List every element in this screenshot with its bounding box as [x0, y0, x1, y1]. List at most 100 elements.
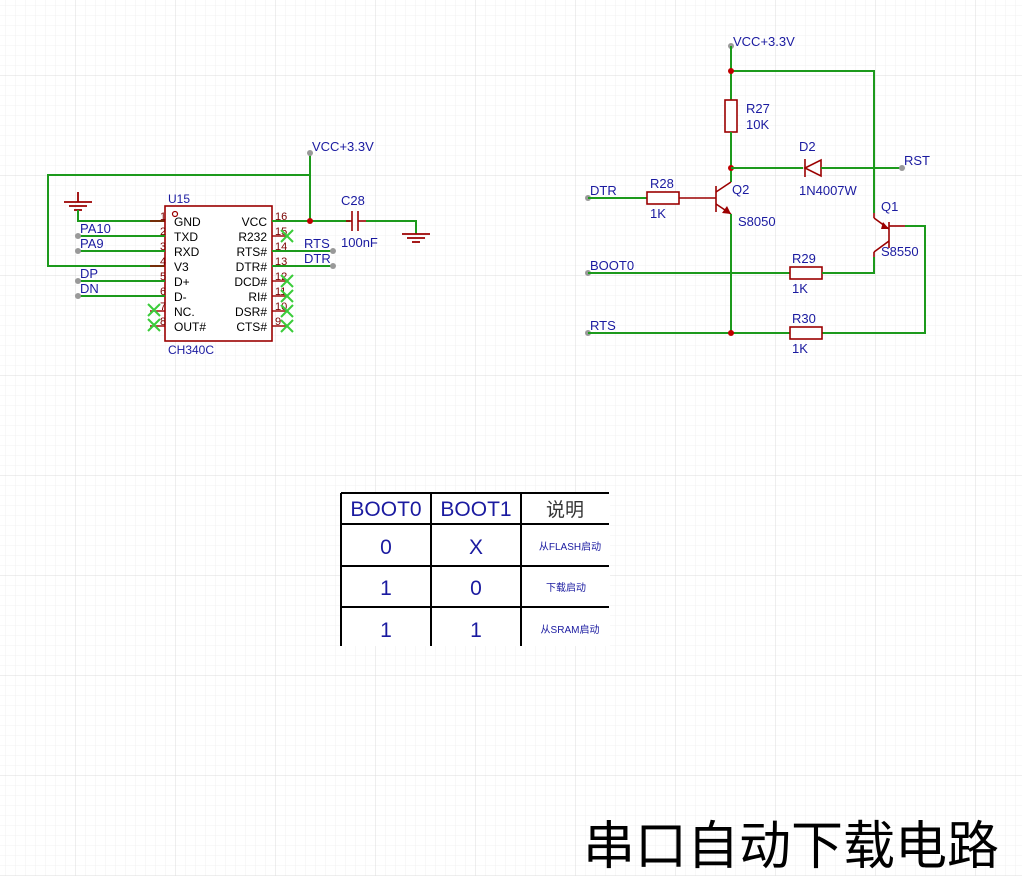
c28-value: 100nF — [341, 235, 378, 250]
noconnect-pin15 — [280, 229, 294, 243]
ch340-pin-number: 4 — [160, 256, 166, 268]
noconnect-pin7 — [147, 303, 161, 317]
ch340-pin-number: 3 — [160, 241, 166, 253]
noconnect-pin12 — [280, 274, 294, 288]
table-cell: 1 — [380, 577, 392, 600]
net-label-rts-auto: RTS — [590, 318, 616, 333]
junction-vcc — [307, 218, 313, 224]
ch340-ref: U15 — [168, 192, 190, 206]
table-cell: 从FLASH启动 — [539, 540, 601, 553]
net-port-rst[interactable] — [899, 165, 905, 171]
r28-value: 1K — [650, 206, 666, 221]
wire-c28-gnd — [366, 220, 417, 234]
net-label-rst: RST — [904, 153, 930, 168]
q2-value: S8050 — [738, 214, 776, 229]
r28-body[interactable] — [646, 191, 680, 205]
net-label-dn: DN — [80, 281, 99, 296]
ch340-pin-name: VCC — [242, 215, 268, 229]
net-label-pa10: PA10 — [80, 221, 111, 236]
ch340-pin-number: 8 — [160, 316, 166, 328]
net-port-dp[interactable] — [75, 278, 81, 284]
ch340-pin-number: 15 — [275, 226, 287, 238]
ch340-right-pins: 16VCC15R23214RTS#13DTR#12DCD#11RI#10DSR#… — [234, 211, 287, 334]
net-port-pa10[interactable] — [75, 233, 81, 239]
ch340-pin-name: D- — [174, 290, 187, 304]
ch340-pin-number: 9 — [275, 316, 281, 328]
wire-q1-base-r30 — [822, 225, 926, 334]
table-cell: 1 — [380, 619, 392, 642]
junction-rts-q2 — [728, 330, 734, 336]
net-port-pa9[interactable] — [75, 248, 81, 254]
ch340-pin-name: V3 — [174, 260, 189, 274]
ch340-pin-name: NC. — [174, 305, 195, 319]
ch340-pin-number: 1 — [160, 211, 166, 223]
ch340-part: CH340C — [168, 343, 214, 357]
boot-table-bg — [341, 493, 610, 646]
ch340-pin-number: 2 — [160, 226, 166, 238]
r29-body[interactable] — [789, 266, 823, 280]
table-header-desc: 说明 — [546, 499, 584, 521]
ch340-pin-number: 6 — [160, 286, 166, 298]
wire-gnd-pin1 — [77, 210, 165, 222]
net-label-vcc-ch340: VCC+3.3V — [312, 139, 374, 154]
ch340-pin-number: 5 — [160, 271, 166, 283]
ch340-pin-name: GND — [174, 215, 201, 229]
ch340-pin-name: OUT# — [174, 320, 206, 334]
net-label-vcc-auto: VCC+3.3V — [733, 34, 795, 49]
noconnect-pin11 — [280, 289, 294, 303]
pin1-dot — [171, 210, 179, 218]
ch340-pin-name: TXD — [174, 230, 198, 244]
boot-table: BOOT0 BOOT1 说明 0 X 从FLASH启动 1 0 下载启动 1 1… — [340, 492, 610, 646]
net-port-dtr-ch340[interactable] — [330, 263, 336, 269]
ch340-pin-name: DSR# — [235, 305, 267, 319]
ch340-pin-number: 11 — [275, 286, 286, 298]
table-cell: 0 — [380, 536, 392, 559]
table-cell: 1 — [470, 619, 482, 642]
ch340-chip-body[interactable] — [164, 205, 273, 342]
q2-transistor[interactable] — [715, 181, 732, 215]
ch340-pin-name: RI# — [248, 290, 267, 304]
ch340-pin-name: RTS# — [237, 245, 268, 259]
table-cell: 下载启动 — [546, 581, 586, 594]
q1-transistor[interactable] — [873, 213, 905, 257]
table-cell: 0 — [470, 577, 482, 600]
net-label-rts-ch340: RTS — [304, 236, 330, 251]
auto-download-section: VCC+3.3V R27 10K RST D2 1N4007W DTR R28 … — [585, 34, 930, 356]
r28-ref: R28 — [650, 176, 674, 191]
table-cell: X — [469, 536, 483, 559]
ch340-pin-name: D+ — [174, 275, 190, 289]
page-title: 串口自动下载电路 — [583, 817, 999, 876]
ch340-pin-name: CTS# — [236, 320, 267, 334]
noconnect-pin10 — [280, 304, 294, 318]
ch340-pin-name: R232 — [238, 230, 267, 244]
net-port-dn[interactable] — [75, 293, 81, 299]
net-label-dtr-ch340: DTR — [304, 251, 331, 266]
r30-ref: R30 — [792, 311, 816, 326]
q1-value: S8550 — [881, 244, 919, 259]
r27-value: 10K — [746, 117, 769, 132]
table-cell: 从SRAM启动 — [541, 623, 600, 636]
ch340-pin-name: DCD# — [234, 275, 267, 289]
r27-ref: R27 — [746, 101, 770, 116]
d2-value: 1N4007W — [799, 183, 858, 198]
r27-body[interactable] — [724, 99, 738, 133]
c28-ref: C28 — [341, 193, 365, 208]
wire-r29-q1 — [822, 257, 875, 274]
r30-value: 1K — [792, 341, 808, 356]
net-port-vcc[interactable] — [307, 150, 313, 156]
wire-vcc-q1-emitter — [731, 70, 875, 213]
table-header-boot1: BOOT1 — [440, 498, 511, 521]
noconnect-pin8 — [147, 318, 161, 332]
ch340-pin-number: 10 — [275, 301, 287, 313]
table-header-boot0: BOOT0 — [350, 498, 421, 521]
ch340-pin-number: 12 — [275, 271, 287, 283]
noconnect-pin9 — [280, 319, 294, 333]
ch340-pin-number: 7 — [160, 301, 166, 313]
ch340-pin-name: DTR# — [236, 260, 268, 274]
r30-body[interactable] — [789, 326, 823, 340]
net-port-rts-ch340[interactable] — [330, 248, 336, 254]
ch340-pin-name: RXD — [174, 245, 200, 259]
